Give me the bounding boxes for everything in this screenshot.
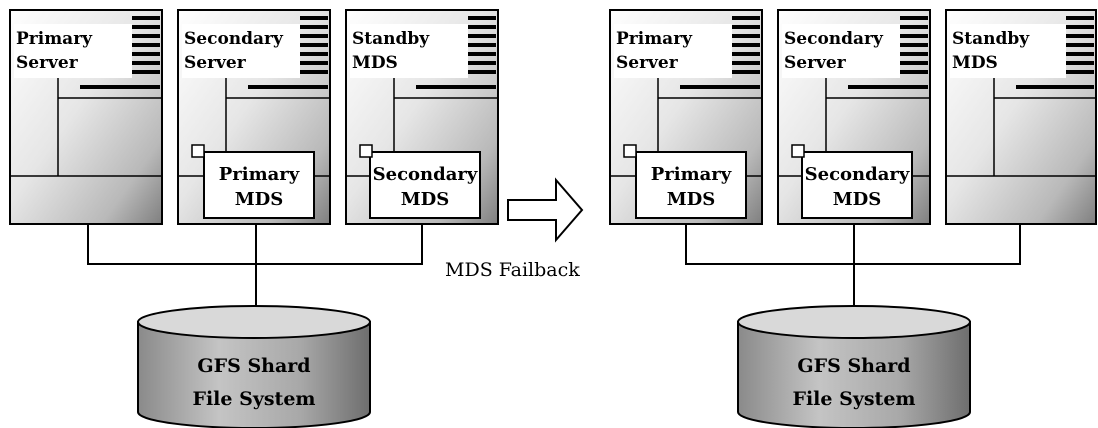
server-label-line2: MDS	[952, 53, 998, 73]
mds-marker-icon	[623, 144, 637, 158]
server-label-line1: Standby	[952, 29, 1030, 49]
left-server-primary: Primary Server	[9, 9, 163, 225]
mds-marker-icon	[191, 144, 205, 158]
mds-label-line1: Secondary	[805, 164, 910, 185]
storage-label-line1: GFS Shard	[197, 355, 310, 377]
mds-label-line1: Primary	[219, 164, 300, 185]
server-label-line2: Server	[616, 53, 679, 73]
mds-marker-icon	[359, 144, 373, 158]
right-mds-secondary-box: Secondary MDS	[791, 144, 913, 219]
left-mds-primary-box: Primary MDS	[191, 144, 315, 219]
mds-label-line1: Secondary	[373, 164, 478, 185]
arrow-label: MDS Failback	[445, 259, 580, 281]
storage-label-line1: GFS Shard	[797, 355, 910, 377]
server-label-line2: Server	[184, 53, 247, 73]
mds-marker-icon	[791, 144, 805, 158]
server-label-line2: Server	[16, 53, 79, 73]
server-label-line1: Secondary	[784, 29, 884, 49]
mds-label-line2: MDS	[235, 189, 284, 210]
server-vent-icon	[80, 16, 160, 89]
server-label-line1: Primary	[16, 29, 93, 49]
right-arrow-icon	[507, 177, 584, 243]
server-label-line1: Primary	[616, 29, 693, 49]
right-network-lines	[685, 225, 1021, 310]
server-label-line2: Server	[784, 53, 847, 73]
left-configuration: Primary Server Secondary Server	[9, 9, 499, 428]
storage-label-line2: File System	[192, 388, 315, 410]
failback-arrow: MDS Failback	[445, 177, 584, 281]
server-vent-icon	[680, 16, 760, 89]
right-mds-primary-box: Primary MDS	[623, 144, 747, 219]
server-vent-icon	[1016, 16, 1094, 89]
server-label-line1: Secondary	[184, 29, 284, 49]
server-label-line1: Standby	[352, 29, 430, 49]
left-mds-secondary-box: Secondary MDS	[359, 144, 481, 219]
right-server-standby: Standby MDS	[945, 9, 1097, 225]
server-vent-icon	[248, 16, 328, 89]
server-vent-icon	[848, 16, 928, 89]
left-network-lines	[87, 225, 423, 310]
mds-label-line1: Primary	[651, 164, 732, 185]
right-storage-cylinder: GFS Shard File System	[737, 305, 971, 428]
server-vent-icon	[416, 16, 496, 89]
mds-label-line2: MDS	[833, 189, 882, 210]
left-storage-cylinder: GFS Shard File System	[137, 305, 371, 428]
server-label-line2: MDS	[352, 53, 398, 73]
mds-label-line2: MDS	[401, 189, 450, 210]
mds-label-line2: MDS	[667, 189, 716, 210]
right-configuration: Primary Server Secondary Server	[609, 9, 1097, 428]
storage-label-line2: File System	[792, 388, 915, 410]
